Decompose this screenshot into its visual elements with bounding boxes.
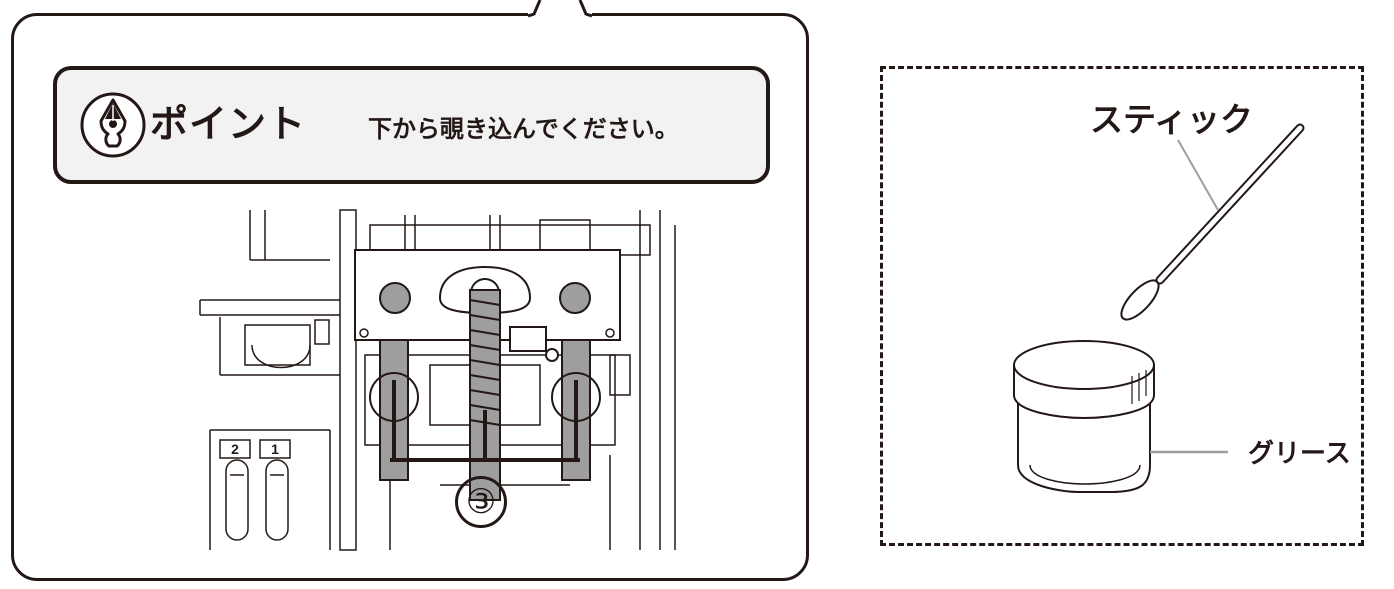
tools-illustration xyxy=(1013,123,1305,493)
grease-label: グリース xyxy=(1248,439,1351,469)
point-box xyxy=(53,66,770,184)
stick-label: スティック xyxy=(1090,100,1254,139)
part-number-2: 2 xyxy=(231,441,239,457)
step-marker: ③ xyxy=(455,476,507,528)
point-label: ポイント xyxy=(150,102,307,146)
part-number-1: 1 xyxy=(271,441,279,457)
point-instruction: 下から覗き込んでください。 xyxy=(368,115,679,143)
pen-nib-icon xyxy=(80,92,146,158)
callout-tail xyxy=(528,0,592,18)
mechanism-illustration: 2 1 xyxy=(199,209,676,551)
tools-panel xyxy=(880,66,1364,546)
